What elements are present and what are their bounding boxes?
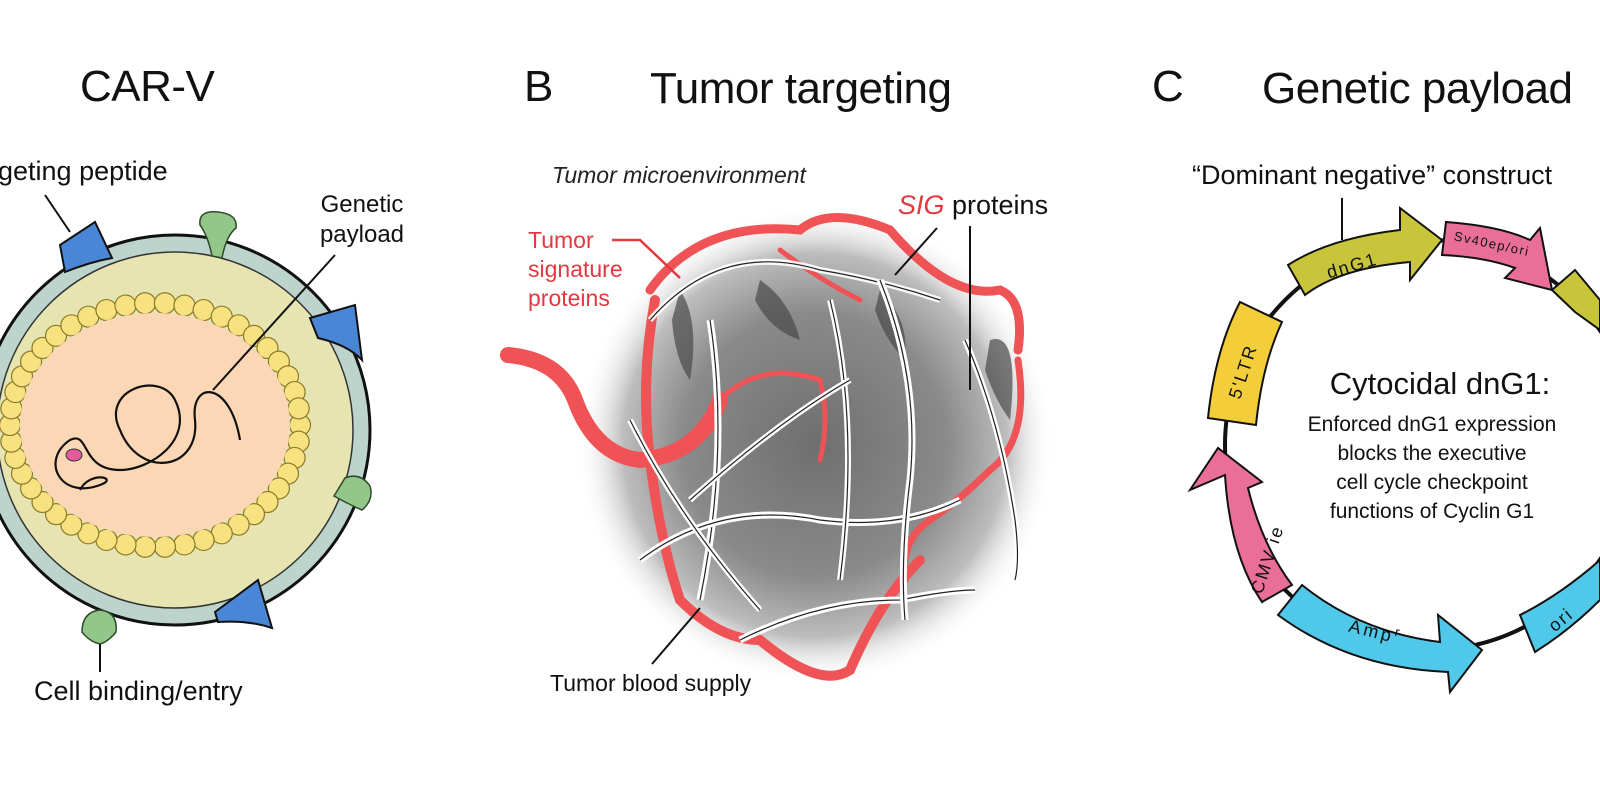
cytocidal-body: Enforced dnG1 expression blocks the exec… bbox=[1282, 410, 1582, 526]
cytocidal-body-line4: functions of Cyclin G1 bbox=[1329, 500, 1535, 523]
dark-streak-2 bbox=[985, 339, 1013, 420]
signature-proteins-label: Tumor signature proteins bbox=[528, 226, 623, 313]
sig-italic: SIG bbox=[898, 190, 945, 220]
panel-c-letter: C bbox=[1152, 62, 1184, 111]
lipid-bead bbox=[44, 324, 68, 347]
targeting-peptide-label: geting peptide bbox=[0, 156, 168, 186]
lipid-bead bbox=[242, 503, 266, 526]
blue-peptide-2 bbox=[308, 303, 364, 363]
dark-streak-1 bbox=[672, 290, 694, 380]
signature-proteins-line2: signature bbox=[528, 256, 623, 282]
segment-5ltr: 5'LTR bbox=[1206, 300, 1284, 427]
cell-binding-label: Cell binding/entry bbox=[34, 676, 243, 706]
fiber-7-outline bbox=[829, 299, 849, 581]
segment-ampr-shape bbox=[1276, 583, 1484, 695]
vessel-main bbox=[500, 347, 728, 469]
vessel-outer bbox=[645, 213, 1025, 355]
green-peptide-2 bbox=[332, 475, 372, 511]
peptide-pointer bbox=[44, 194, 71, 233]
lipid-bead bbox=[60, 513, 83, 536]
genome-strand bbox=[54, 384, 242, 491]
fiber-3-outline bbox=[639, 499, 961, 561]
green-peptide-1 bbox=[199, 211, 237, 259]
blood-pointer bbox=[651, 607, 701, 665]
microenvironment-label: Tumor microenvironment bbox=[552, 162, 806, 188]
genetic-payload-label-line2: payload bbox=[319, 221, 405, 248]
green-peptides bbox=[81, 211, 372, 645]
lipid-bead-ring bbox=[0, 292, 312, 558]
cytocidal-body-line3: cell cycle checkpoint bbox=[1336, 471, 1528, 494]
construct-label: “Dominant negative” construct bbox=[1192, 160, 1553, 190]
segment-5ltr-shape bbox=[1206, 300, 1284, 427]
fiber-8-outline bbox=[629, 419, 761, 611]
panel-c-title: Genetic payload bbox=[1262, 64, 1573, 113]
payload-pointer bbox=[212, 254, 336, 391]
tumor-mass bbox=[575, 205, 1055, 685]
segment-dnG1: dnG1 bbox=[1286, 205, 1444, 297]
segment-ori: ori bbox=[1518, 558, 1600, 654]
segment-ampr: Ampr bbox=[1276, 583, 1484, 695]
fiber-1-outline bbox=[649, 261, 941, 321]
fiber-5-outline bbox=[879, 279, 913, 621]
genetic-payload-label: Genetic payload bbox=[312, 190, 412, 250]
cytocidal-body-line1: Enforced dnG1 expression bbox=[1307, 413, 1557, 436]
segment-right-partial bbox=[1550, 268, 1600, 332]
cytocidal-body-line2: blocks the executive bbox=[1337, 442, 1527, 465]
sig-proteins-label: SIG proteins bbox=[898, 190, 1048, 221]
genetic-payload-label-line1: Genetic bbox=[320, 191, 404, 218]
blue-peptide-3 bbox=[213, 578, 274, 630]
blue-peptide-1 bbox=[58, 220, 114, 274]
signature-proteins-line1: Tumor bbox=[528, 227, 594, 253]
panel-b-letter: B bbox=[524, 62, 554, 111]
panel-b-title: Tumor targeting bbox=[650, 64, 952, 113]
tumor-vessels bbox=[500, 213, 1025, 681]
vessel-inner bbox=[717, 370, 828, 463]
blood-supply-label: Tumor blood supply bbox=[550, 670, 752, 696]
sig-pointer-1 bbox=[894, 227, 938, 276]
dark-streak-3 bbox=[755, 280, 800, 340]
fiber-2-outline bbox=[699, 319, 719, 601]
segment-ori-shape bbox=[1518, 558, 1600, 654]
cytocidal-title: Cytocidal dnG1: bbox=[1329, 366, 1551, 401]
signature-pointer bbox=[612, 238, 681, 279]
segment-cmv: CMV ie bbox=[1187, 446, 1294, 604]
sig-protein-fibers bbox=[627, 258, 1021, 644]
fiber-4-outline bbox=[739, 589, 976, 641]
segment-sv40: Sv40ep/ori bbox=[1440, 220, 1554, 292]
segment-cmv-shape bbox=[1187, 446, 1294, 604]
sig-rest: proteins bbox=[944, 190, 1049, 220]
vessel-left bbox=[641, 295, 925, 681]
green-peptide-3 bbox=[81, 609, 117, 645]
fiber-9-outline bbox=[689, 379, 851, 501]
signature-proteins-line3: proteins bbox=[528, 285, 610, 311]
lipid-bead bbox=[227, 314, 250, 337]
segment-dnG1-shape bbox=[1286, 205, 1444, 297]
vessel-right bbox=[900, 356, 1025, 584]
vessel-branch bbox=[777, 247, 863, 303]
panel-a-title: CAR-V bbox=[80, 62, 215, 111]
blue-peptides bbox=[58, 220, 364, 630]
fiber-6-outline bbox=[964, 339, 1019, 581]
genome-marker bbox=[65, 448, 83, 462]
